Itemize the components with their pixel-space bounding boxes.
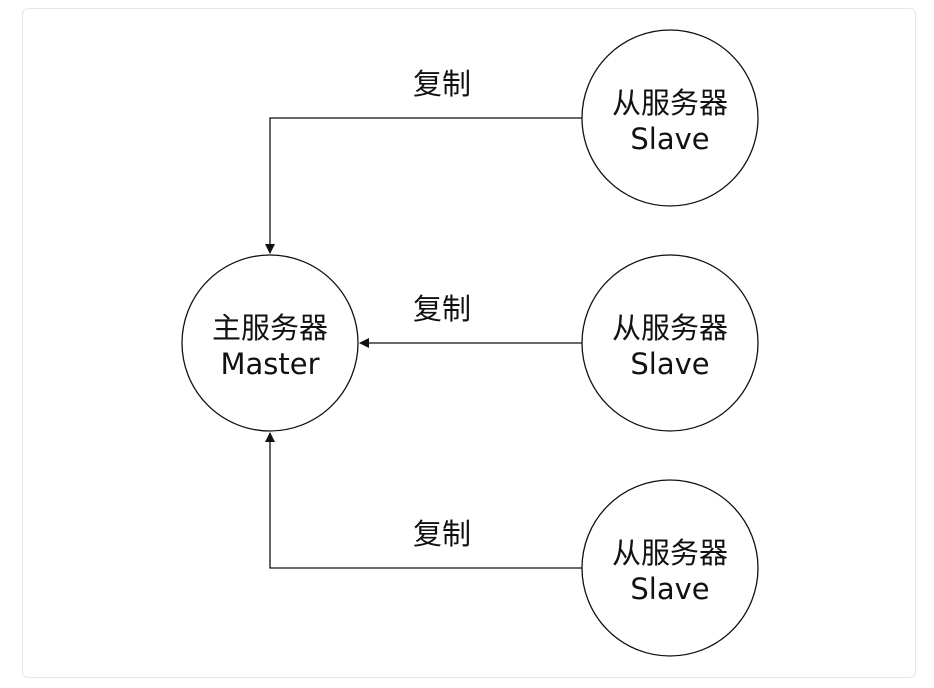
slave-1-label-line1: 从服务器 — [612, 86, 728, 120]
slave-2-label-line1: 从服务器 — [612, 311, 728, 345]
slave-2-label-line2: Slave — [630, 347, 709, 381]
edge-2-label: 复制 — [413, 292, 471, 326]
slave-3-label-line2: Slave — [630, 572, 709, 606]
edge-3-label: 复制 — [413, 517, 471, 551]
slave-1-label-line2: Slave — [630, 122, 709, 156]
master-circle — [181, 254, 359, 432]
master-label-line1: 主服务器 — [212, 311, 328, 345]
edge-1: 复制 — [265, 67, 582, 254]
slave-node-1: 从服务器 Slave — [581, 29, 759, 207]
slave-3-label-line1: 从服务器 — [612, 536, 728, 570]
edge-1-connector — [265, 117, 582, 254]
edge-2: 复制 — [359, 292, 582, 348]
slave-node-3: 从服务器 Slave — [581, 479, 759, 657]
slave-node-2: 从服务器 Slave — [581, 254, 759, 432]
edge-3-connector — [265, 432, 582, 569]
master-node: 主服务器 Master — [181, 254, 359, 432]
edge-1-label: 复制 — [413, 67, 471, 101]
master-label-line2: Master — [220, 347, 319, 381]
edge-3: 复制 — [265, 432, 582, 569]
